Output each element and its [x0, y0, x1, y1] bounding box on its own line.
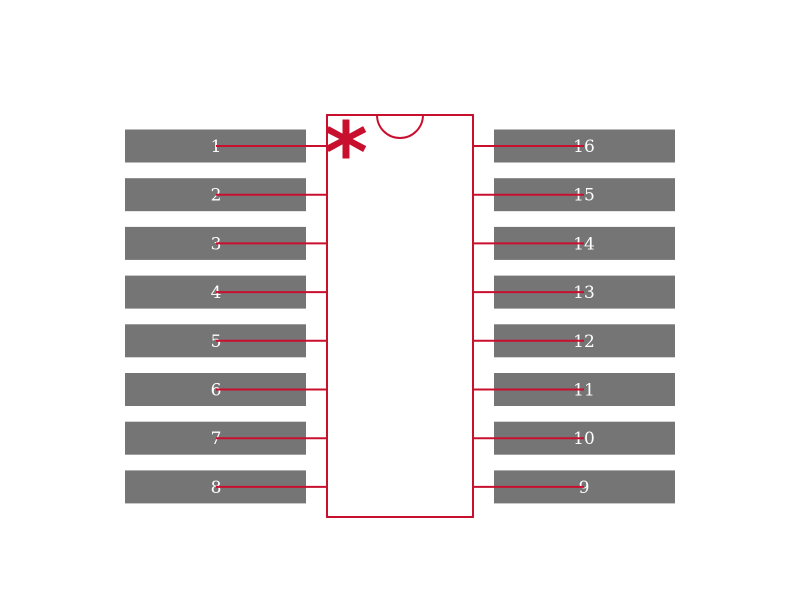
ic-body-layer: * — [324, 104, 474, 518]
ic-body-outline — [326, 114, 474, 518]
pads-layer: 12345678161514131211109 — [125, 129, 675, 504]
leads-layer — [216, 145, 584, 488]
pin1-marker: * — [324, 104, 368, 202]
pin1-notch — [376, 114, 424, 139]
